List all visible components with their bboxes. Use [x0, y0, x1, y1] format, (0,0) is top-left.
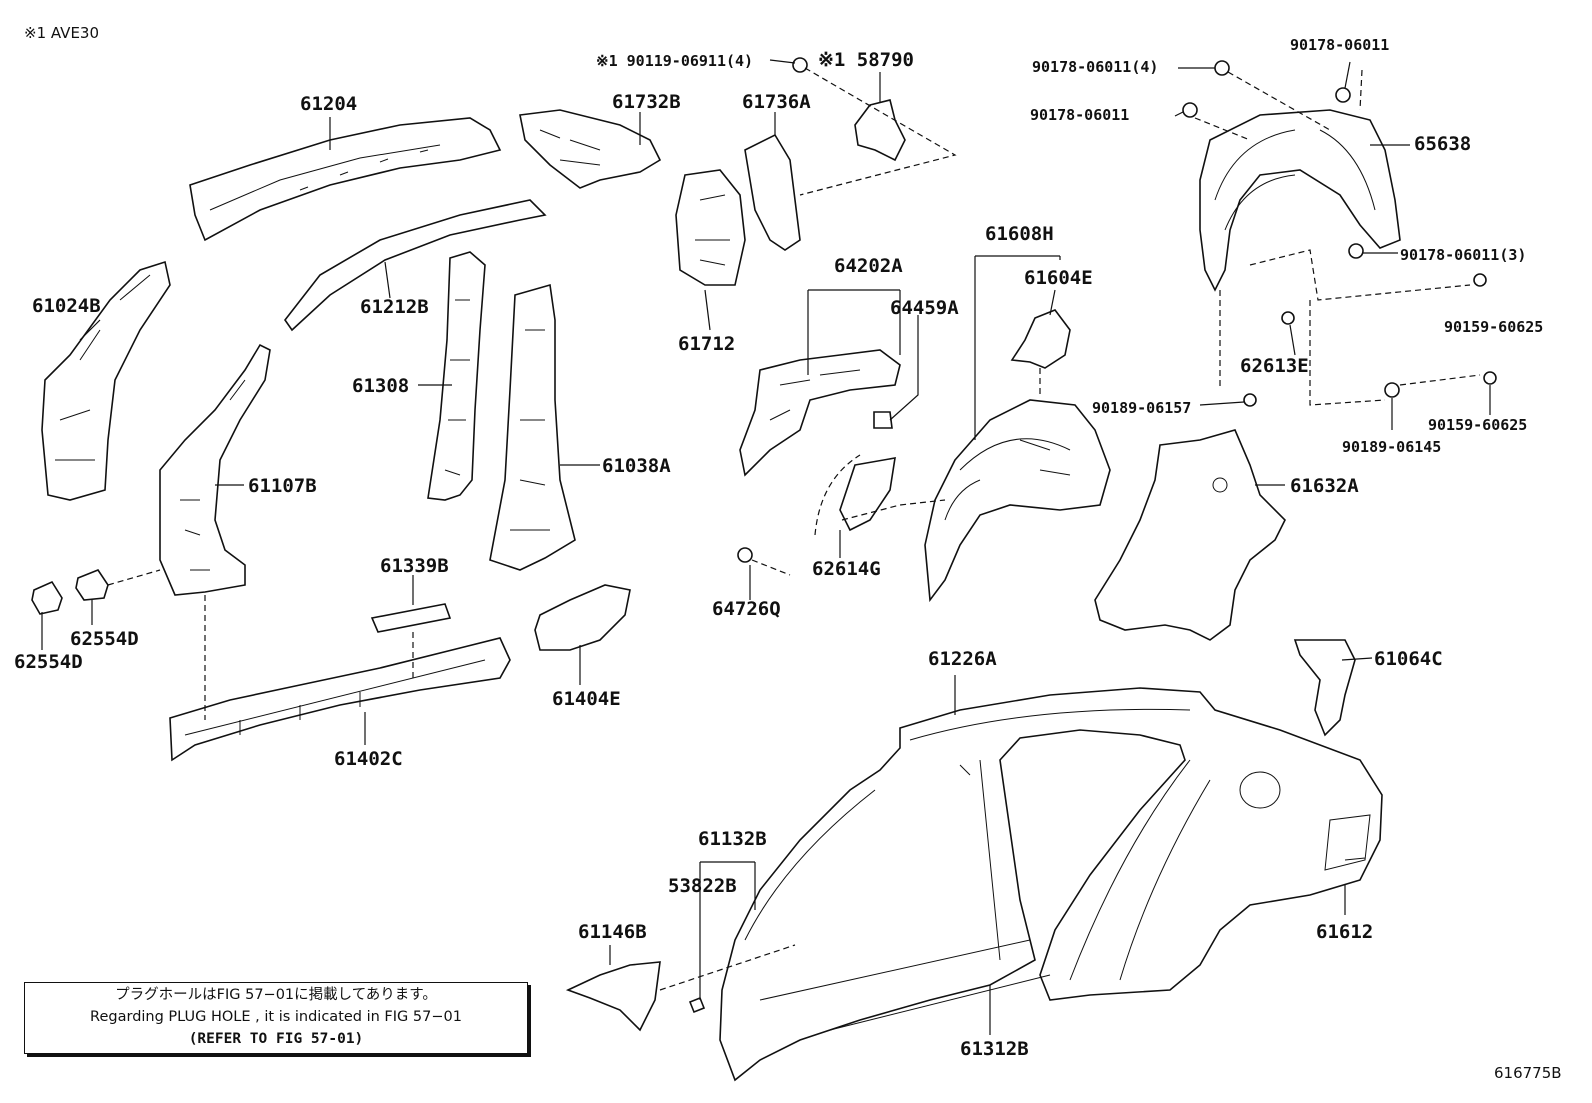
label-61712: 61712 [678, 333, 735, 355]
label-61226A: 61226A [928, 648, 997, 670]
notice-line-jp: プラグホールはFIG 57−01に掲載してあります。 [115, 987, 437, 1003]
part-61038A-pillar [489, 283, 576, 571]
label-65638: 65638 [1414, 133, 1471, 155]
bolt-62613E-icon [1281, 311, 1295, 325]
part-61736A-panel [744, 133, 801, 251]
part-61632A-panel [1094, 429, 1286, 641]
label-64202A: 64202A [834, 255, 903, 277]
part-61402C-rocker [169, 637, 511, 762]
part-61604E-bracket [1010, 309, 1071, 369]
label-61212B: 61212B [360, 296, 429, 318]
part-side-outer-panel [719, 687, 1383, 1082]
part-61339B-plate [370, 603, 452, 633]
label-61132B: 61132B [698, 828, 767, 850]
part-61608H-wheelhouse [924, 399, 1111, 603]
label-61146B: 61146B [578, 921, 647, 943]
clip-90189a-icon [1243, 393, 1257, 407]
label-90189b: 90189-06145 [1342, 438, 1441, 456]
label-62614G: 62614G [812, 558, 881, 580]
part-61212B-rail [284, 199, 547, 332]
label-58790: ※1 58790 [818, 49, 914, 71]
part-64726Q-clip [737, 547, 753, 563]
part-62614G-liner [814, 454, 896, 536]
nut-90178d-icon [1348, 243, 1364, 259]
part-61712-panel [675, 169, 746, 286]
label-61204: 61204 [300, 93, 357, 115]
part-61107B-pillar [159, 343, 271, 596]
label-61632A: 61632A [1290, 475, 1359, 497]
leader-lines [41, 59, 1491, 1035]
nut-90178c-icon [1335, 87, 1351, 103]
label-64726Q: 64726Q [712, 598, 781, 620]
label-61308: 61308 [352, 375, 409, 397]
label-90178a: 90178-06011(4) [1032, 58, 1158, 76]
label-61107B: 61107B [248, 475, 317, 497]
model-note-label: ※1 AVE30 [24, 24, 99, 42]
label-62554D-a: 62554D [14, 651, 83, 673]
part-62554D-plugs [31, 569, 109, 615]
label-90178d: 90178-06011(3) [1400, 246, 1526, 264]
label-61312B: 61312B [960, 1038, 1029, 1060]
part-65638-liner [1199, 109, 1401, 292]
plug-hole-notice: プラグホールはFIG 57−01に掲載してあります。 Regarding PLU… [24, 982, 528, 1054]
part-53822B-seal [688, 996, 706, 1014]
label-61024B: 61024B [32, 295, 101, 317]
clip-90189b-icon [1384, 382, 1400, 398]
label-61402C: 61402C [334, 748, 403, 770]
part-64459A-cap [873, 411, 893, 429]
label-61404E: 61404E [552, 688, 621, 710]
nut-90178b-icon [1182, 102, 1198, 118]
label-90178c: 90178-06011 [1290, 36, 1389, 54]
bolt-90119-icon [792, 57, 808, 73]
part-61146B-bracket [565, 961, 661, 1032]
part-61204-rail [189, 117, 502, 242]
label-53822B: 53822B [668, 875, 737, 897]
label-90159b: 90159-60625 [1428, 416, 1527, 434]
label-61732B: 61732B [612, 91, 681, 113]
label-62554D-b: 62554D [70, 628, 139, 650]
bolt-90159b-icon [1483, 371, 1497, 385]
label-90119: ※1 90119-06911(4) [596, 52, 753, 70]
label-61612: 61612 [1316, 921, 1373, 943]
figure-code-label: 616775B [1494, 1064, 1562, 1082]
fasteners [792, 57, 1497, 407]
label-90159a: 90159-60625 [1444, 318, 1543, 336]
label-61608H: 61608H [985, 223, 1054, 245]
part-58790-bracket [854, 99, 906, 162]
label-62613E: 62613E [1240, 355, 1309, 377]
label-64459A: 64459A [890, 297, 959, 319]
part-labels: ※1 AVE30 ※1 90119-06911(4) ※1 58790 6120… [14, 24, 1562, 1082]
label-90178b: 90178-06011 [1030, 106, 1129, 124]
notice-line-ref: (REFER TO FIG 57-01) [188, 1031, 364, 1047]
part-61732B-panel [519, 109, 662, 189]
part-61024B-pillar [41, 260, 171, 501]
part-61064C-bracket [1293, 639, 1356, 737]
label-90189a: 90189-06157 [1092, 399, 1191, 417]
bolt-90159a-icon [1473, 273, 1487, 287]
nut-90178a-icon [1214, 60, 1230, 76]
label-61736A: 61736A [742, 91, 811, 113]
label-61064C: 61064C [1374, 648, 1443, 670]
label-61339B: 61339B [380, 555, 449, 577]
part-61308-pillar [427, 251, 486, 501]
label-61038A: 61038A [602, 455, 671, 477]
label-61604E: 61604E [1024, 267, 1093, 289]
part-64202A-bracket [739, 349, 901, 477]
notice-line-en: Regarding PLUG HOLE , it is indicated in… [90, 1009, 462, 1025]
part-61404E-extension [534, 584, 631, 651]
